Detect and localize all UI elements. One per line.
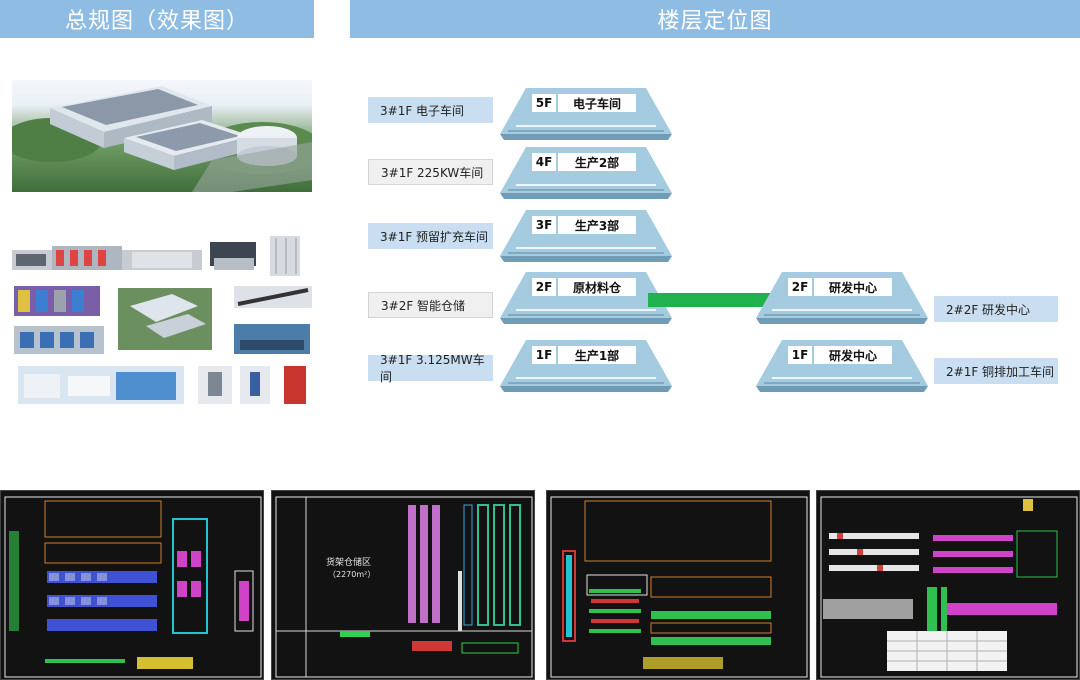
floor-number: 2F <box>532 278 556 296</box>
floor-department: 生产1部 <box>558 346 636 364</box>
cad-plan-3 <box>546 490 810 680</box>
floor-slab-2-1f[interactable]: 1F 研发中心 <box>752 336 932 394</box>
floor-slab-3-4f[interactable]: 4F 生产2部 <box>496 143 676 201</box>
floor-slab-3-1f[interactable]: 1F 生产1部 <box>496 336 676 394</box>
floor-label-3-2f: 3#2F 智能仓储 <box>368 292 493 318</box>
warehouse-zone-area: （2270m²） <box>328 570 375 579</box>
floor-label-3-1f: 3#1F 3.125MW车间 <box>368 353 493 384</box>
floor-department: 研发中心 <box>814 278 892 296</box>
connecting-bridge <box>648 293 780 307</box>
aerial-rendering-picture <box>12 86 312 192</box>
floor-slab-2-2f[interactable]: 2F 研发中心 <box>752 268 932 326</box>
floor-department: 生产3部 <box>558 216 636 234</box>
aerial-rendering <box>12 80 312 192</box>
floor-label-3-5f: 3#1F 电子车间 <box>368 97 493 123</box>
equipment-collage-picture <box>12 236 312 404</box>
warehouse-zone-title: 货架仓储区 <box>326 556 371 568</box>
floor-number: 3F <box>532 216 556 234</box>
floor-location-title: 楼层定位图 <box>657 9 773 34</box>
overview-title: 总规图（效果图） <box>64 9 249 34</box>
floor-label-3-4f: 3#1F 225KW车间 <box>368 159 493 185</box>
floor-number: 1F <box>788 346 812 364</box>
cad-plan-2: 货架仓储区 （2270m²） <box>271 490 535 680</box>
equipment-collage <box>12 228 312 406</box>
floor-number: 5F <box>532 94 556 112</box>
floor-department: 研发中心 <box>814 346 892 364</box>
floor-department: 原材料仓 <box>558 278 636 296</box>
floor-number: 4F <box>532 153 556 171</box>
floor-department: 电子车间 <box>558 94 636 112</box>
floor-department: 生产2部 <box>558 153 636 171</box>
floor-slab-3-5f[interactable]: 5F 电子车间 <box>496 84 676 142</box>
floor-slab-3-2f[interactable]: 2F 原材料仓 <box>496 268 676 326</box>
floor-label-2-1f: 2#1F 铜排加工车间 <box>934 358 1058 384</box>
floor-number: 1F <box>532 346 556 364</box>
overview-header: 总规图（效果图） <box>0 0 314 38</box>
floor-location-header: 楼层定位图 <box>350 0 1080 38</box>
floor-slab-3-3f[interactable]: 3F 生产3部 <box>496 206 676 264</box>
floor-number: 2F <box>788 278 812 296</box>
floor-label-3-3f: 3#1F 预留扩充车间 <box>368 223 493 249</box>
floor-label-2-2f: 2#2F 研发中心 <box>934 296 1058 322</box>
cad-plan-1 <box>0 490 264 680</box>
cad-plan-4 <box>816 490 1080 680</box>
